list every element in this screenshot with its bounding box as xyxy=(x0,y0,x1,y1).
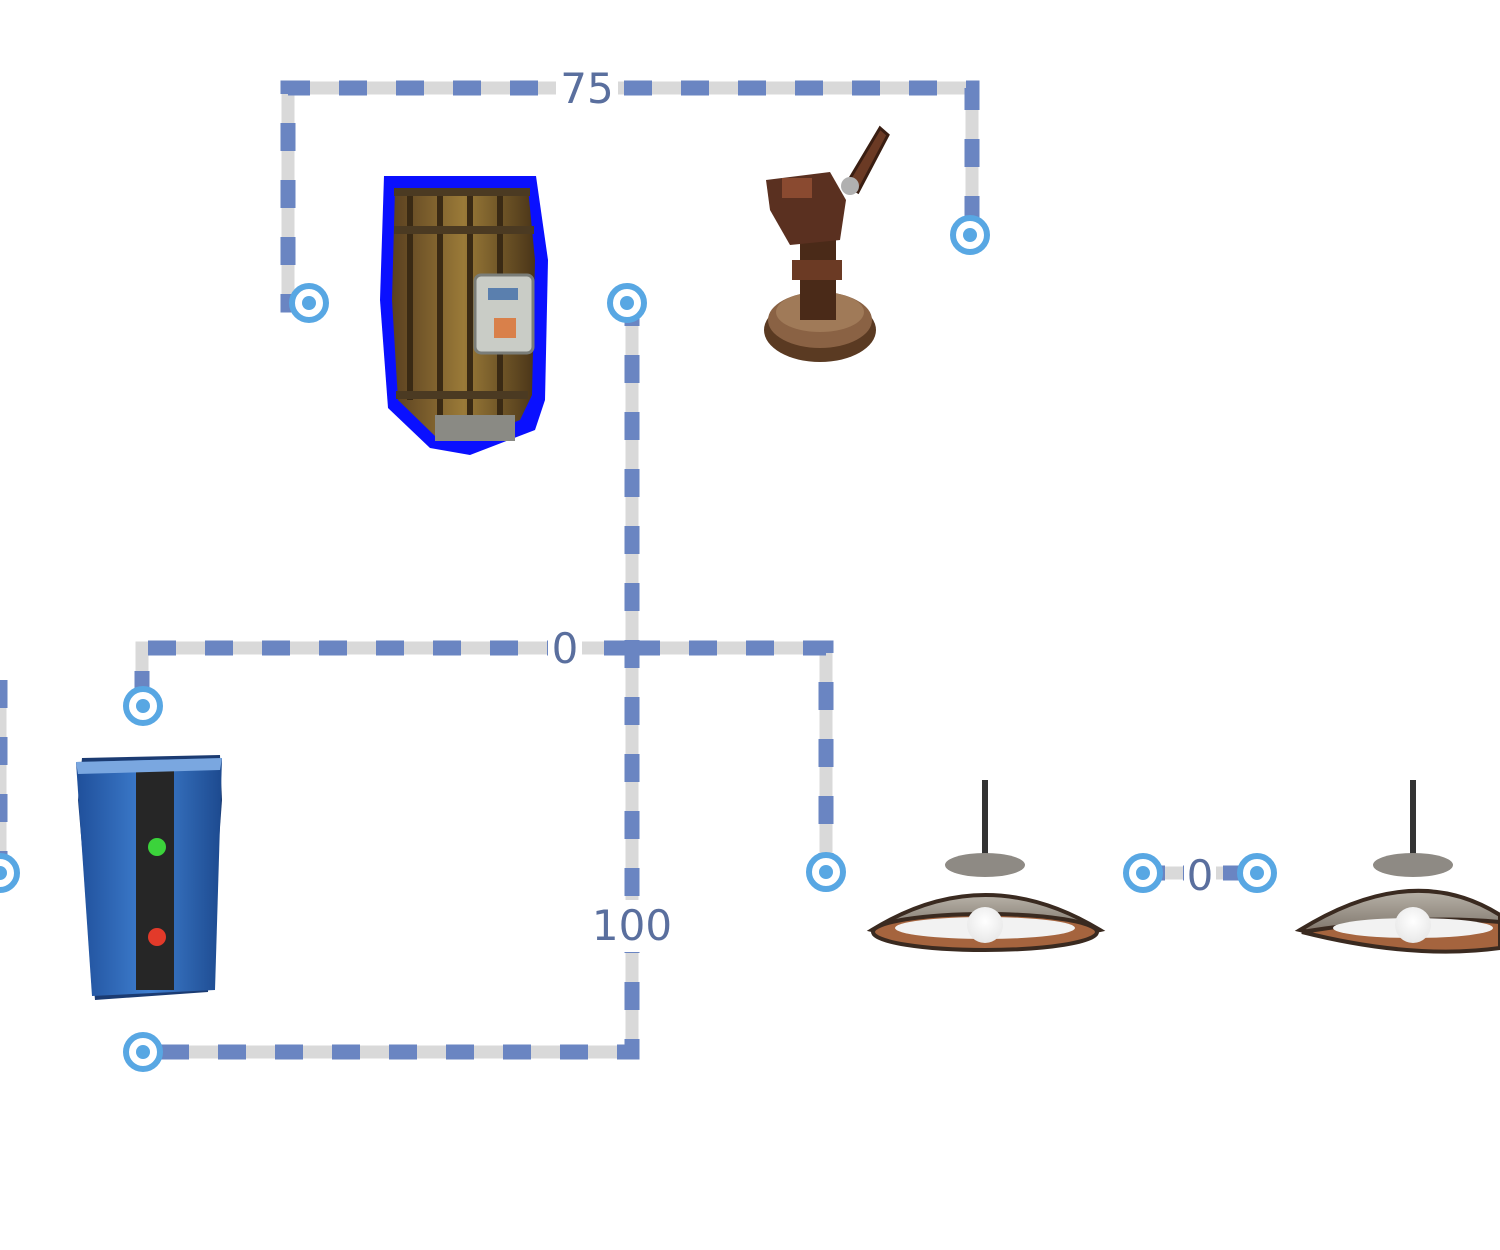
ceiling-light-1-component[interactable] xyxy=(866,780,1106,952)
ceiling-light-2-input-port[interactable] xyxy=(1237,853,1277,893)
wind-turbine-component[interactable] xyxy=(764,125,890,362)
battery-input-port[interactable] xyxy=(289,283,329,323)
wire-label-top: 75 xyxy=(560,64,613,113)
splitter-output-port[interactable] xyxy=(123,1032,163,1072)
ceiling-light-1-input-port[interactable] xyxy=(806,852,846,892)
wire-label-bottom: 100 xyxy=(592,901,672,950)
ceiling-light-2-component[interactable] xyxy=(1294,780,1500,954)
battery-component[interactable] xyxy=(380,176,548,455)
wire-branch-to-lamp[interactable] xyxy=(632,640,834,870)
ceiling-light-1-output-port[interactable] xyxy=(1123,853,1163,893)
splitter-input-port[interactable] xyxy=(123,686,163,726)
wire-label-branch: 0 xyxy=(552,624,579,673)
splitter-component[interactable] xyxy=(76,755,222,1000)
wind-turbine-output-port[interactable] xyxy=(950,215,990,255)
battery-output-port[interactable] xyxy=(607,283,647,323)
wire-label-lamp: 0 xyxy=(1187,851,1214,900)
left-edge-port[interactable] xyxy=(0,853,20,893)
